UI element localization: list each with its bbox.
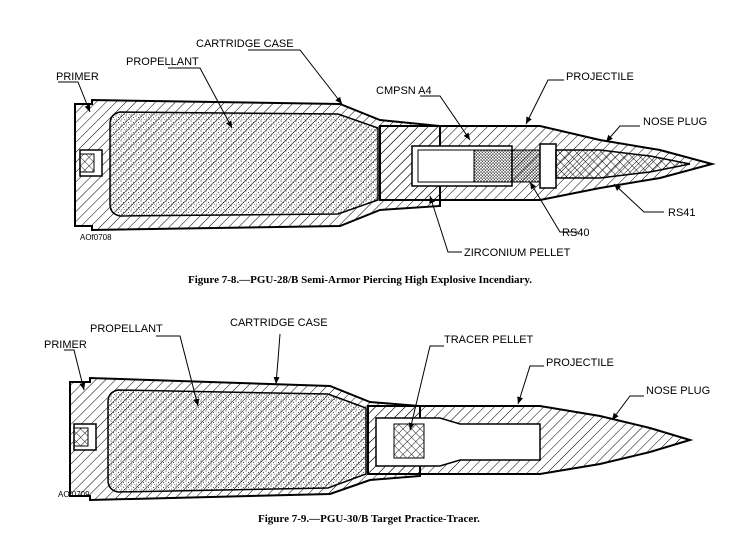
- label-nose-plug-2: NOSE PLUG: [646, 385, 710, 397]
- label-cartridge-case-2: CARTRIDGE CASE: [230, 317, 328, 329]
- label-zirconium-pellet: ZIRCONIUM PELLET: [464, 247, 571, 259]
- figure-7-8: CARTRIDGE CASE PROPELLANT PRIMER CMPSN A…: [56, 38, 716, 286]
- propellant-shape: [109, 111, 379, 217]
- label-propellant-1: PROPELLANT: [126, 56, 199, 68]
- label-tracer-pellet: TRACER PELLET: [444, 334, 534, 346]
- tracer-pellet-shape: [393, 423, 425, 459]
- label-primer-1: PRIMER: [56, 71, 99, 83]
- zirconium-pellet-shape: [511, 149, 541, 183]
- label-primer-2: PRIMER: [44, 339, 87, 351]
- label-nose-plug-1: NOSE PLUG: [643, 116, 707, 128]
- propellant-shape-2: [107, 389, 367, 493]
- caption-figure-7-9: Figure 7-9.—PGU-30/B Target Practice-Tra…: [258, 513, 480, 525]
- label-cartridge-case-1: CARTRIDGE CASE: [196, 38, 294, 50]
- label-cmpsn-a4: CMPSN A4: [376, 85, 432, 97]
- caption-figure-7-8: Figure 7-8.—PGU-28/B Semi-Armor Piercing…: [188, 274, 532, 286]
- label-rs40: RS40: [562, 227, 590, 239]
- figure-code-2: AOf0709: [58, 490, 90, 499]
- figure-code-1: AOf0708: [80, 233, 112, 242]
- label-propellant-2: PROPELLANT: [90, 323, 163, 335]
- label-rs41: RS41: [668, 207, 696, 219]
- nose-plug-shape: [555, 149, 691, 179]
- label-projectile-2: PROJECTILE: [546, 357, 614, 369]
- label-projectile-1: PROJECTILE: [566, 71, 634, 83]
- figure-7-9: CARTRIDGE CASE PROPELLANT PRIMER TRACER …: [44, 317, 710, 525]
